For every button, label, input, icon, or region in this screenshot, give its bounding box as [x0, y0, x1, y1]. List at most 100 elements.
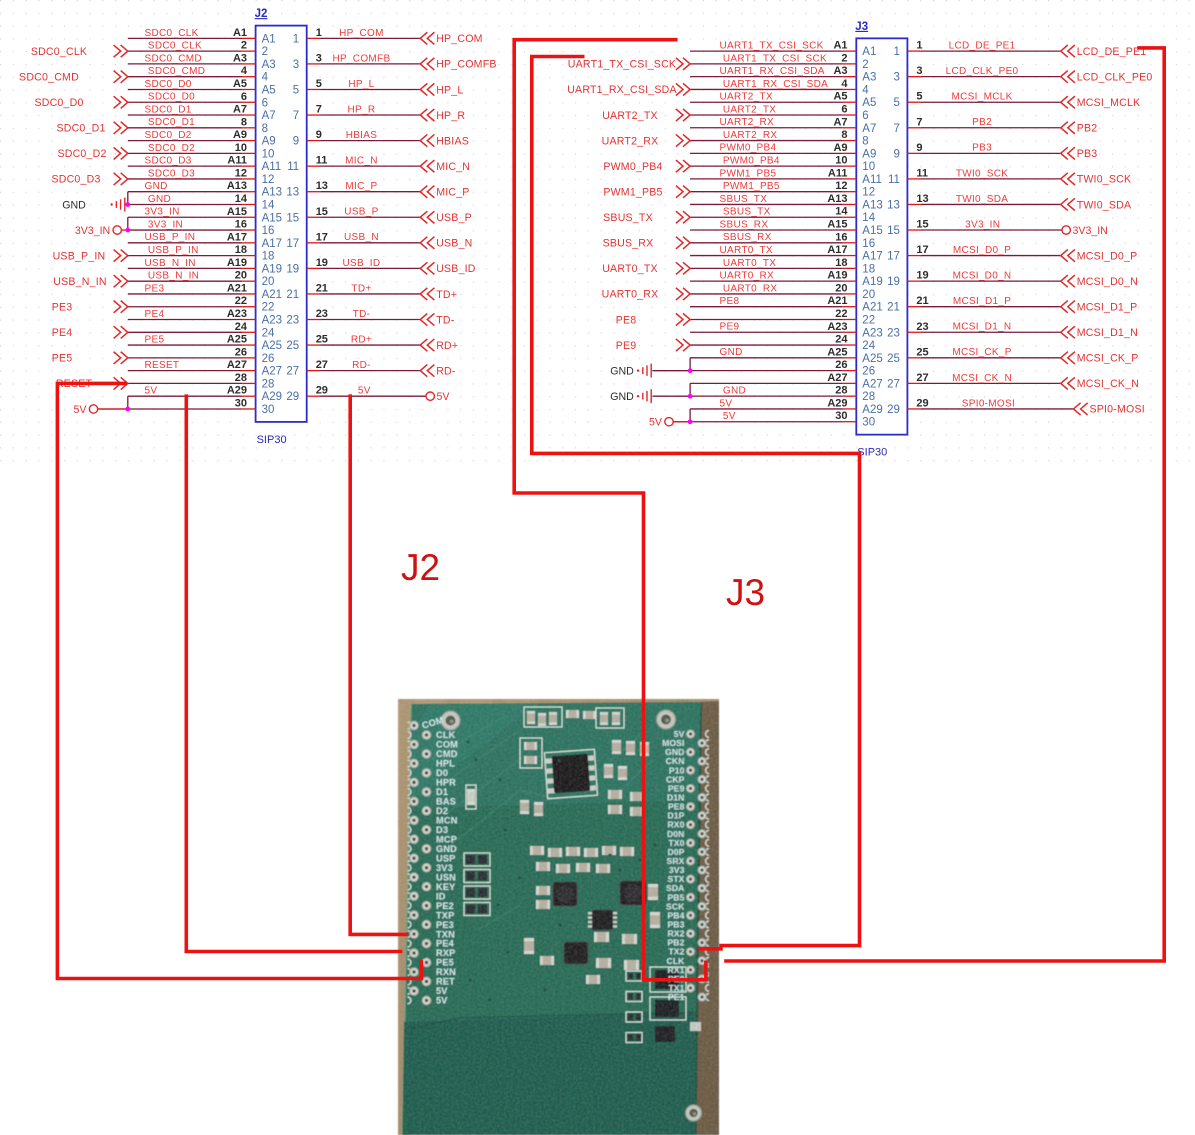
pin-designator-right: 27 [916, 372, 928, 384]
pin-name: A5 [262, 84, 276, 96]
pin-designator-left: 10 [235, 142, 247, 154]
pin-name-right: 23 [887, 327, 900, 339]
port-label-right: MCSI_CK_P [1077, 353, 1139, 365]
pin-name: A9 [862, 148, 876, 160]
net-label-left: SDC0_D3 [145, 156, 192, 167]
junction-dot [687, 368, 693, 374]
pin-name: A19 [262, 263, 282, 275]
net-label-right: TD+ [351, 283, 371, 294]
port-label-right: USB_N [436, 238, 472, 250]
net-label-right: MCSI_D1_P [953, 296, 1011, 307]
port-label-right: MCSI_MCLK [1077, 97, 1141, 109]
pin-name: A13 [262, 187, 282, 199]
pin-designator-left: 2 [841, 52, 847, 64]
net-label-right: HP_COMFB [332, 53, 390, 64]
pin-name-right: 1 [293, 33, 299, 45]
big-connector-label: J3 [726, 572, 765, 613]
net-label-right: MIC_N [345, 156, 378, 167]
pin-name-right: 21 [286, 289, 299, 301]
pin-designator-right: 17 [316, 231, 328, 243]
annotation-reset-to-pe5 [55, 381, 424, 981]
pin-name: A3 [262, 59, 276, 71]
port-chevron-in-icon [675, 185, 692, 199]
pin-name: A29 [862, 404, 882, 416]
annotation-lcd-de-pe1-to-clk [724, 46, 1166, 963]
pin-designator-left: A1 [833, 40, 847, 52]
gnd-dot [636, 394, 640, 398]
pin-designator-right: 3 [316, 52, 322, 64]
pin-designator-left: 30 [835, 410, 847, 422]
pin-name: A5 [862, 97, 876, 109]
port-label-left: UART1_RX_CSI_SDA [567, 84, 677, 96]
pin-designator-right: 9 [916, 142, 922, 154]
pin-name: 30 [262, 404, 275, 416]
net-label-right: MIC_P [345, 181, 377, 192]
pin-name-right: 21 [887, 302, 900, 314]
pin-name: 4 [862, 84, 869, 96]
port-label-right: HP_L [436, 84, 463, 96]
net-label-left: PE5 [145, 334, 165, 345]
pin-designator-right: 21 [916, 295, 928, 307]
port-label-left: SDC0_D2 [57, 148, 106, 160]
port-label-right: USB_P [436, 212, 472, 224]
power-label-left: 3V3_IN [75, 225, 110, 237]
port-label-right: TD+ [436, 289, 457, 301]
pin-name: A27 [262, 366, 282, 378]
pin-name-right: 17 [286, 238, 299, 250]
power-label-right: 3V3_IN [1073, 225, 1108, 237]
net-label-left: UART2_TX [723, 104, 776, 115]
port-chevron-out-icon [1059, 44, 1076, 58]
port-chevron-out-icon [1072, 402, 1089, 416]
net-label-left: SDC0_CMD [145, 53, 202, 64]
port-chevron-in-icon [675, 108, 692, 122]
port-label-right: MCSI_D0_P [1077, 250, 1138, 262]
port-chevron-in-icon [113, 70, 129, 84]
pin-name: 6 [862, 110, 868, 122]
port-chevron-in-icon [113, 95, 129, 109]
net-label-right: LCD_DE_PE1 [949, 41, 1016, 52]
pin-name: A3 [862, 72, 876, 84]
pin-designator-left: 2 [241, 40, 247, 52]
port-label-right: SPI0-MOSI [1090, 404, 1145, 416]
port-label-left: UART2_TX [602, 110, 658, 122]
pin-designator-right: 15 [316, 206, 328, 218]
net-label-left: UART0_TX [720, 245, 773, 256]
pin-name-right: 29 [887, 404, 900, 416]
port-chevron-in-icon [675, 133, 692, 148]
pin-designator-left: 26 [835, 359, 847, 371]
net-label-left: SBUS_TX [720, 194, 768, 205]
net-label-left: SDC0_CMD [148, 66, 205, 77]
connector-body [855, 37, 909, 436]
junction-dot [125, 406, 131, 412]
port-chevron-out-icon [1059, 376, 1076, 391]
net-label-left: 5V [720, 398, 733, 409]
pin-name-right: 9 [893, 148, 899, 160]
port-chevron-out-icon [1059, 121, 1076, 135]
pin-name: 18 [262, 251, 275, 263]
port-chevron-out-icon [1059, 95, 1076, 109]
port-label-left: SBUS_TX [603, 212, 653, 224]
pin-name: A11 [262, 161, 282, 173]
pin-designator-left: A17 [227, 231, 247, 243]
pin-name-right: 19 [286, 263, 299, 275]
net-label-left: 3V3_IN [148, 219, 183, 230]
net-label-right: HBIAS [346, 130, 378, 141]
pin-name: A15 [862, 225, 882, 237]
net-label-right: TWI0_SDA [956, 194, 1008, 205]
pin-name: 24 [262, 327, 275, 339]
pin-name: 10 [862, 161, 875, 173]
pin-designator-left: A19 [827, 270, 847, 282]
pin-designator-right: 11 [316, 155, 328, 167]
net-label-left: PWM1_PB5 [720, 168, 777, 179]
pin-name-right: 7 [293, 110, 299, 122]
gnd-dot [110, 203, 113, 206]
connector-title: J2 [255, 8, 268, 20]
port-label-right: RD+ [436, 340, 458, 352]
pin-designator-left: 22 [235, 295, 247, 307]
pin-designator-left: A15 [827, 219, 847, 231]
port-chevron-in-icon [113, 351, 129, 365]
pin-name-right: 11 [287, 161, 299, 173]
junction-dot [687, 393, 693, 399]
port-label-right: HP_COMFB [436, 59, 496, 71]
